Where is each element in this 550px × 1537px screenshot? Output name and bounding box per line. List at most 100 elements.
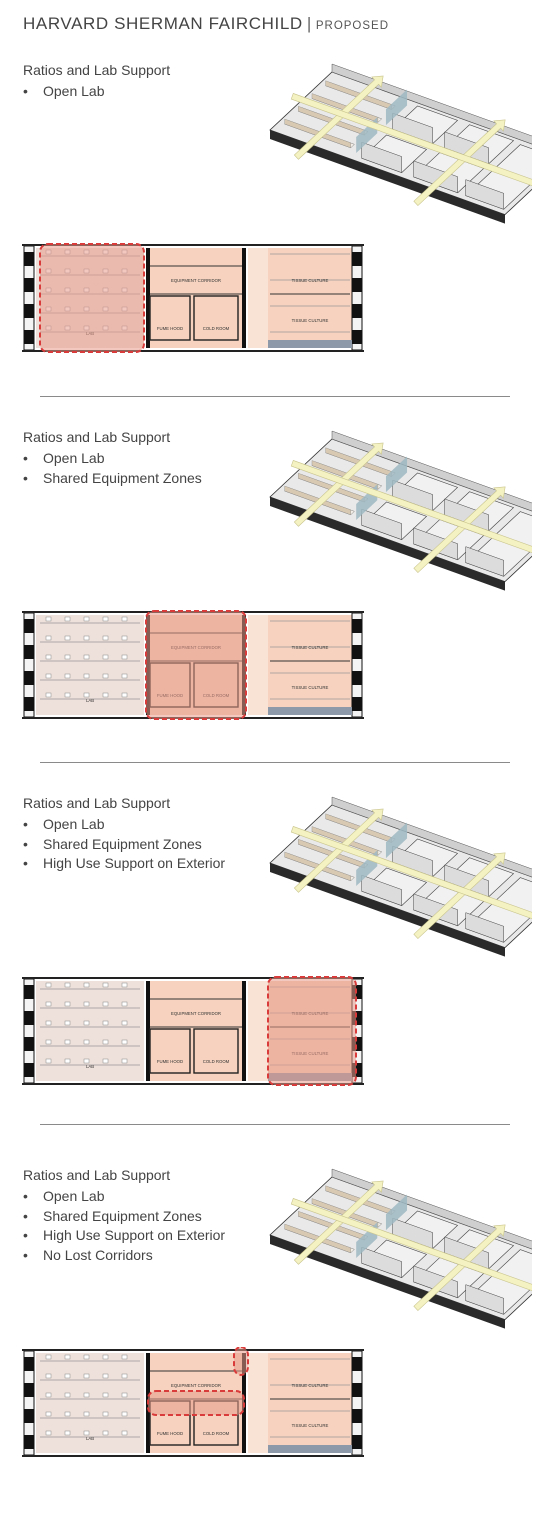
divider bbox=[40, 396, 510, 397]
bench-stool bbox=[83, 635, 90, 641]
label-tissue-culture: TISSUE CULTURE bbox=[292, 645, 329, 650]
equipment-zone bbox=[146, 981, 246, 1081]
window-column bbox=[24, 697, 34, 711]
bench-stool bbox=[102, 1039, 109, 1045]
bottom-wall bbox=[22, 1455, 364, 1457]
bench-stool bbox=[64, 692, 71, 698]
section-heading: Ratios and Lab Support bbox=[23, 795, 171, 811]
highlight-region bbox=[233, 1346, 249, 1376]
label-fume-hood: FUME HOOD bbox=[157, 326, 183, 331]
window-column bbox=[24, 985, 34, 999]
bullet-item: •High Use Support on Exterior bbox=[23, 1227, 226, 1244]
bench-stool bbox=[64, 982, 71, 988]
partition-wall bbox=[146, 981, 150, 1081]
partition-wall bbox=[242, 248, 246, 348]
bench-stool bbox=[64, 1411, 71, 1417]
bench-stool bbox=[121, 635, 128, 641]
fume-hood-room bbox=[149, 1028, 191, 1074]
room-wall bbox=[413, 1265, 458, 1299]
circulation-arrow bbox=[413, 1224, 506, 1312]
room-wall bbox=[465, 1284, 504, 1315]
bullet-item: •Open Lab bbox=[23, 450, 105, 466]
equipment-zone bbox=[146, 248, 246, 348]
bullet-list: •Open Lab •Shared Equipment Zones •High … bbox=[23, 1187, 225, 1265]
section-heading: Ratios and Lab Support bbox=[23, 62, 171, 78]
bench-stool bbox=[102, 1354, 109, 1360]
bench-stool bbox=[102, 1430, 109, 1436]
bench-stool bbox=[64, 635, 71, 641]
section-3: Ratios and Lab Support •Open Lab •Shared… bbox=[0, 795, 550, 1165]
circulation-arrow bbox=[413, 852, 506, 940]
window-column bbox=[352, 619, 362, 633]
section-1: Ratios and Lab Support •Open Lab LABEQUI… bbox=[0, 62, 550, 432]
bench-stool bbox=[83, 1001, 90, 1007]
glass-partition bbox=[385, 822, 408, 859]
service-strip bbox=[268, 340, 352, 348]
corridor-zone bbox=[248, 615, 268, 715]
bench-stool bbox=[45, 692, 52, 698]
bench-stool bbox=[102, 1411, 109, 1417]
top-wall bbox=[22, 244, 364, 246]
section-heading: Ratios and Lab Support bbox=[23, 429, 171, 445]
window-column bbox=[24, 304, 34, 318]
highlight-region bbox=[145, 610, 247, 720]
title-main: Harvard Sherman Fairchild bbox=[23, 14, 303, 33]
label-fume-hood: FUME HOOD bbox=[157, 1059, 183, 1064]
window-column bbox=[352, 304, 362, 318]
label-cold-room: COLD ROOM bbox=[203, 1059, 230, 1064]
window-column bbox=[24, 619, 34, 633]
lab-zone bbox=[36, 1353, 144, 1453]
bullet-text: Open Lab bbox=[43, 1188, 105, 1204]
bullet-item: •Shared Equipment Zones bbox=[23, 1207, 202, 1224]
bench-stool bbox=[102, 635, 109, 641]
bench-stool bbox=[102, 616, 109, 622]
bench-stool bbox=[121, 1411, 128, 1417]
bench-stool bbox=[45, 1020, 52, 1026]
corridor-zone bbox=[248, 248, 268, 348]
label-tissue-culture: TISSUE CULTURE bbox=[292, 685, 329, 690]
bench-stool bbox=[64, 1392, 71, 1398]
label-tissue-culture: TISSUE CULTURE bbox=[292, 1423, 329, 1428]
window-column bbox=[352, 1357, 362, 1371]
room-wall bbox=[465, 546, 504, 577]
exterior-wall bbox=[270, 863, 505, 957]
bench-stool bbox=[83, 673, 90, 679]
bench-stool bbox=[45, 1430, 52, 1436]
circulation-arrow bbox=[293, 1180, 384, 1265]
bullet-list: •Open Lab bbox=[23, 82, 105, 102]
lab-zone bbox=[36, 981, 144, 1081]
bench-stool bbox=[83, 1058, 90, 1064]
bullet-text: High Use Support on Exterior bbox=[43, 855, 226, 872]
section-2: Ratios and Lab Support •Open Lab •Shared… bbox=[0, 429, 550, 799]
bench-stool bbox=[83, 982, 90, 988]
bullet-text: Shared Equipment Zones bbox=[43, 835, 202, 852]
bench-stool bbox=[64, 1430, 71, 1436]
bench-stool bbox=[64, 616, 71, 622]
divider bbox=[40, 1124, 510, 1125]
bullet-text: Shared Equipment Zones bbox=[43, 1207, 202, 1224]
bench-stool bbox=[121, 1058, 128, 1064]
axonometric-diagram bbox=[252, 50, 550, 235]
window-column bbox=[24, 671, 34, 685]
label-lab: LAB bbox=[86, 698, 94, 703]
service-strip bbox=[268, 1445, 352, 1453]
divider bbox=[40, 762, 510, 763]
window-column bbox=[352, 671, 362, 685]
bullet-text: Shared Equipment Zones bbox=[43, 469, 202, 486]
bottom-wall bbox=[22, 1083, 364, 1085]
bench-stool bbox=[121, 1392, 128, 1398]
label-lab: LAB bbox=[86, 1436, 94, 1441]
window-column bbox=[24, 1435, 34, 1449]
room-wall bbox=[465, 912, 504, 943]
axonometric-diagram bbox=[252, 1155, 550, 1340]
bench-stool bbox=[121, 692, 128, 698]
bench-stool bbox=[102, 1058, 109, 1064]
bullet-item: •No Lost Corridors bbox=[23, 1246, 153, 1263]
bench-stool bbox=[83, 616, 90, 622]
bench-stool bbox=[45, 1373, 52, 1379]
